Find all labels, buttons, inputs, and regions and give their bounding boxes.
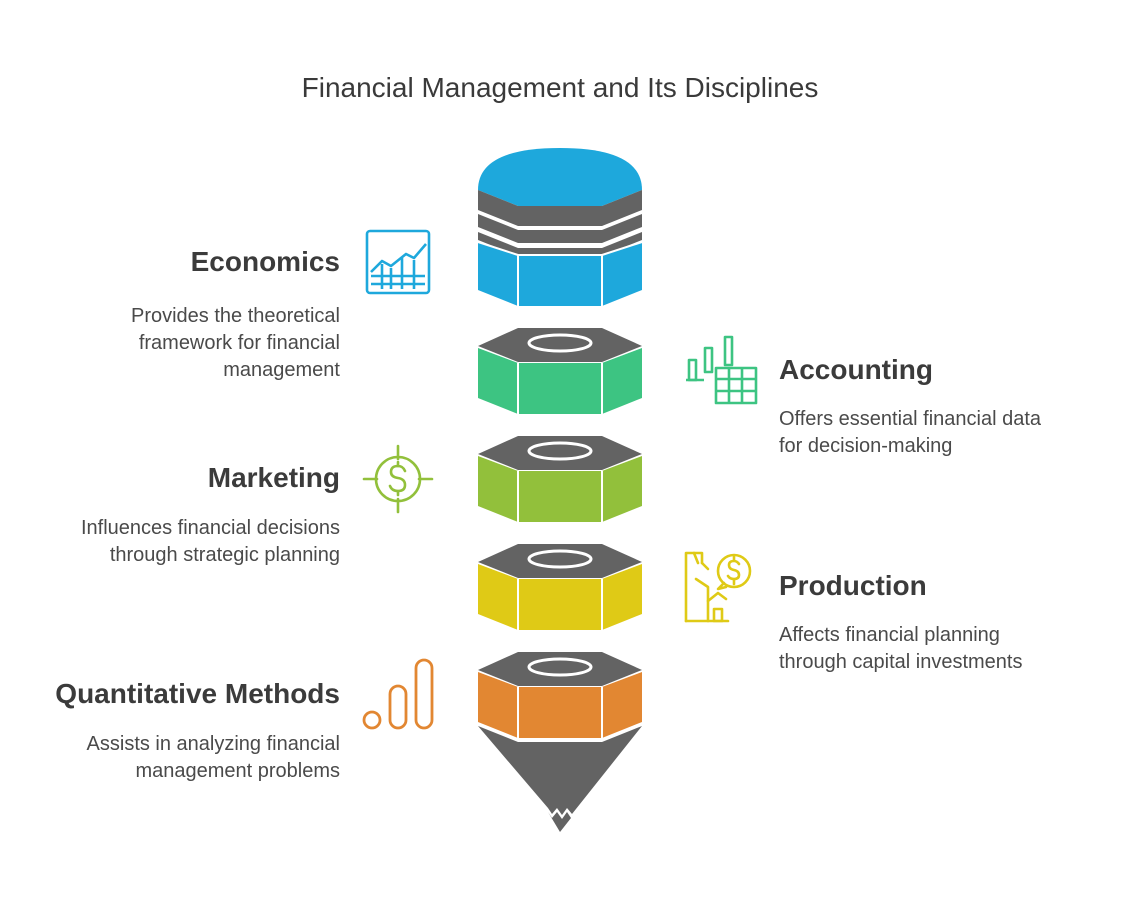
- segment-accounting: [478, 328, 642, 414]
- accounting-description: Offers essential financial data for deci…: [779, 406, 1119, 460]
- economics-heading: Economics: [190, 246, 340, 277]
- quantitative-methods-heading: Quantitative Methods: [55, 678, 340, 709]
- dollar-target-icon: [362, 444, 434, 514]
- accounting-desc-line: for decision-making: [779, 435, 953, 457]
- quantitative-methods-desc-line: Assists in analyzing financial: [86, 733, 340, 755]
- production-desc-line: Affects financial planning: [779, 624, 1000, 646]
- segment-production: [478, 544, 642, 630]
- bar-growth-icon: [362, 658, 434, 730]
- quantitative-methods-description: Assists in analyzing financial managemen…: [0, 731, 340, 785]
- factory-dollar-icon: [684, 551, 752, 623]
- production-desc-line: through capital investments: [779, 651, 1023, 673]
- accounting-desc-line: Offers essential financial data: [779, 408, 1042, 430]
- pencil-tip: [478, 726, 642, 815]
- accounting-heading: Accounting: [779, 354, 933, 385]
- marketing-heading: Marketing: [207, 462, 340, 493]
- economics-desc-line: framework for financial: [138, 332, 340, 354]
- line-chart-icon: [365, 229, 431, 295]
- economics-desc-line: Provides the theoretical: [130, 305, 340, 327]
- segment-economics: [477, 148, 643, 306]
- segment-quantitative-methods: [478, 652, 642, 832]
- economics-desc-line: management: [223, 359, 340, 381]
- marketing-description: Influences financial decisions through s…: [0, 515, 340, 569]
- production-description: Affects financial planning through capit…: [779, 622, 1119, 676]
- quantitative-methods-desc-line: management problems: [135, 760, 340, 782]
- production-heading: Production: [779, 570, 927, 601]
- economics-description: Provides the theoretical framework for f…: [20, 303, 340, 384]
- diagram-title: Financial Management and Its Disciplines: [301, 72, 819, 103]
- bar-chart-table-icon: [686, 335, 758, 405]
- segment-marketing: [478, 436, 642, 522]
- marketing-desc-line: through strategic planning: [109, 544, 340, 566]
- marketing-desc-line: Influences financial decisions: [80, 517, 340, 539]
